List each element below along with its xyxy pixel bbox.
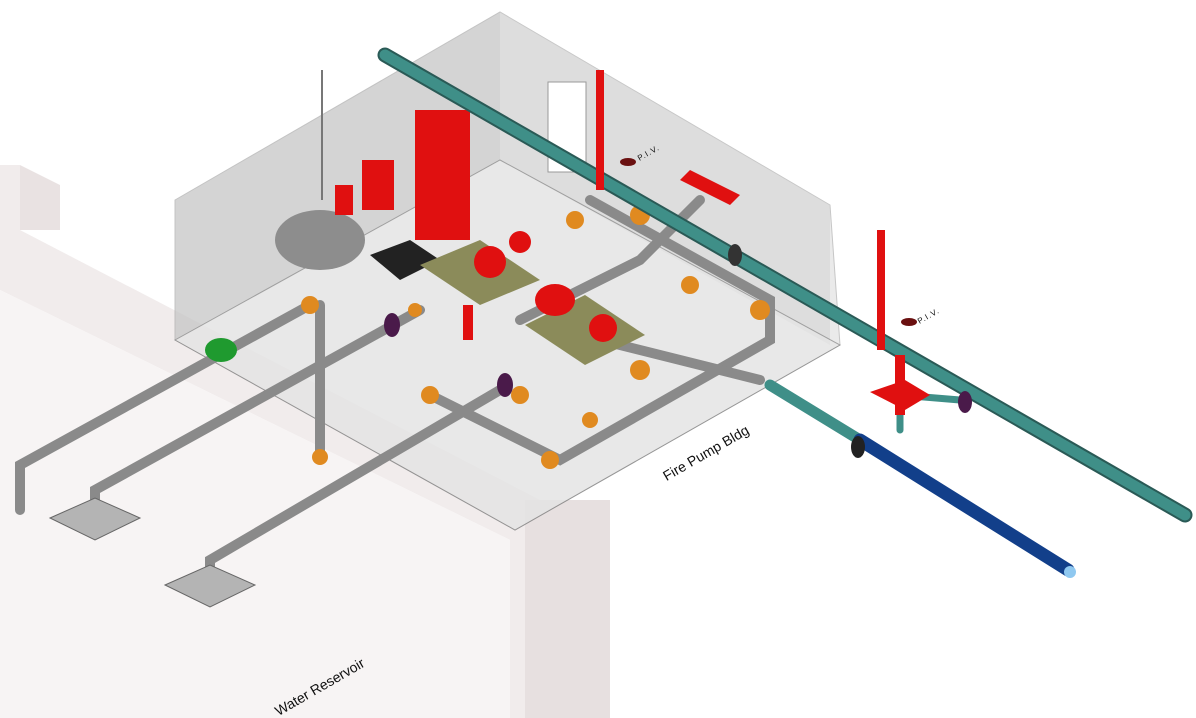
foundation-plates: [48, 497, 257, 608]
water-reservoir: [0, 165, 610, 718]
pipe-end: [1064, 566, 1076, 578]
orange-fittings: [301, 205, 770, 469]
control-valves: [728, 244, 972, 458]
piv-valves: [596, 70, 930, 415]
main-pipe: [377, 47, 1193, 577]
fire-equipment: [205, 70, 740, 397]
